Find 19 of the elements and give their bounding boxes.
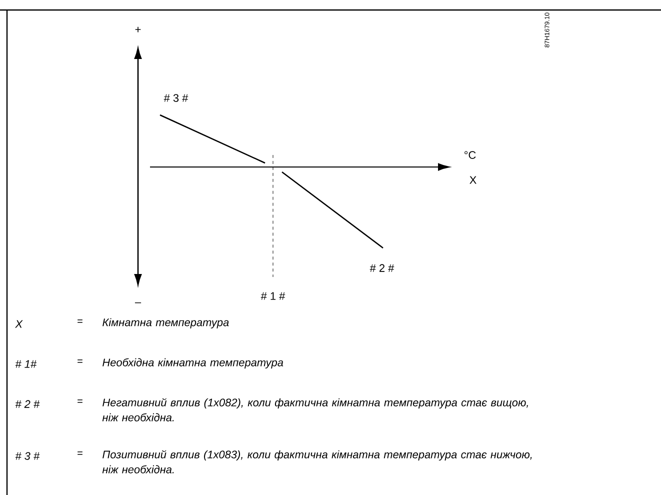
equals-sign: = [78, 452, 82, 455]
curve-label: # 2 # [370, 264, 394, 272]
axis-sign: + [135, 26, 141, 32]
legend-description: Позитивний вплив (1x083), коли фактична кімнатна температура стає нижчою, ніж необхідна. [102, 450, 532, 474]
curve-label: # 1 # [260, 292, 286, 300]
legend-description: Кімнатна температура [102, 318, 229, 328]
axis-sign: – [134, 302, 142, 304]
equals-sign: = [78, 400, 82, 403]
legend-symbol: X [15, 320, 23, 328]
legend-description: Необхідна кімнатна температура [102, 358, 284, 368]
unit-label: °C [464, 151, 476, 159]
legend-symbol: # 2 # [15, 400, 40, 408]
legend-description: Негативний вплив (1x082), коли фактична кімнатна температура стає вищою, ніж необхідна. [102, 398, 528, 422]
curve-label: # 3 # [164, 94, 188, 102]
equals-sign: = [78, 320, 82, 323]
legend-symbol: # 1# [15, 360, 37, 368]
legend-symbol: # 3 # [15, 452, 40, 460]
axis-label: X [470, 176, 476, 184]
equals-sign: = [78, 360, 82, 363]
